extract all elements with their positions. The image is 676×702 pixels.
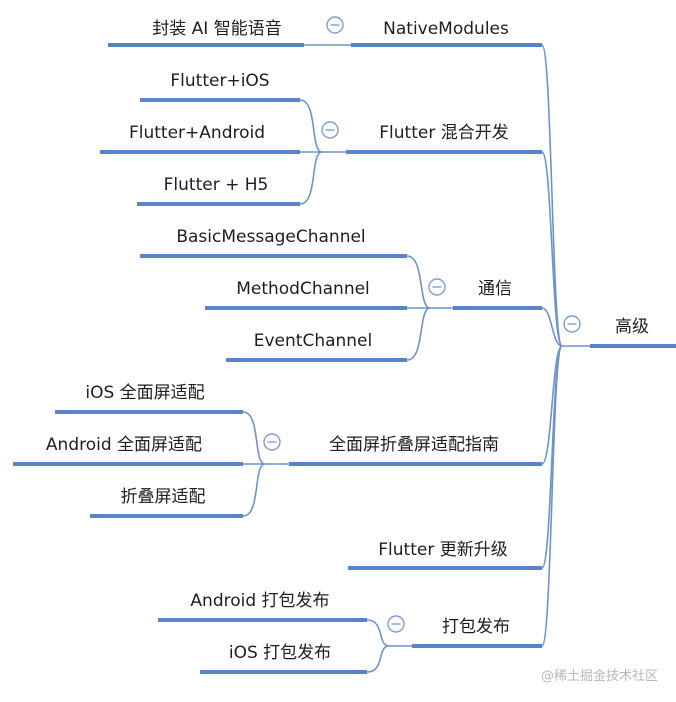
branch-label: Flutter 更新升级	[378, 540, 507, 560]
branch-label: 打包发布	[442, 617, 510, 637]
leaf-label: BasicMessageChannel	[176, 227, 365, 247]
branch-collapse-button[interactable]	[326, 16, 344, 34]
connector	[541, 307, 563, 347]
leaf-ai-voice[interactable]: 封装 AI 智能语音	[108, 19, 304, 47]
leaf-label: Flutter + H5	[164, 175, 269, 195]
branch-collapse-button[interactable]	[263, 433, 281, 451]
leaf-flutter-ios[interactable]: Flutter+iOS	[140, 71, 300, 102]
leaf-label: Flutter+Android	[129, 123, 265, 143]
leaf-label: iOS 打包发布	[229, 643, 331, 663]
branch-flutter-hybrid[interactable]: Flutter 混合开发	[346, 123, 542, 154]
leaf-flutter-android[interactable]: Flutter+Android	[100, 123, 300, 154]
leaf-label: Flutter+iOS	[170, 71, 269, 91]
branch-communication[interactable]: 通信	[453, 279, 542, 310]
leaf-ios-fullscreen[interactable]: iOS 全面屏适配	[55, 383, 243, 414]
leaf-label: EventChannel	[254, 331, 373, 351]
branch-packaging-release[interactable]: 打包发布	[412, 617, 542, 648]
leaf-label: iOS 全面屏适配	[85, 383, 204, 403]
branch-label: 全面屏折叠屏适配指南	[329, 435, 499, 455]
branch-collapse-button[interactable]	[428, 278, 446, 296]
leaf-label: Android 打包发布	[190, 591, 329, 611]
leaf-connectors	[242, 44, 453, 673]
branch-collapse-button[interactable]	[387, 615, 405, 633]
connector	[541, 151, 563, 347]
connector	[406, 307, 431, 361]
leaf-android-release[interactable]: Android 打包发布	[158, 591, 367, 622]
branch-flutter-upgrade[interactable]: Flutter 更新升级	[348, 540, 542, 570]
branch-native-modules[interactable]: NativeModules	[351, 19, 542, 47]
leaf-label: 折叠屏适配	[121, 487, 206, 507]
leaf-event-channel[interactable]: EventChannel	[226, 331, 407, 362]
connector	[242, 463, 266, 517]
connector	[541, 345, 563, 569]
connector	[299, 151, 323, 205]
leaf-label: 封装 AI 智能语音	[152, 19, 281, 39]
leaf-label: MethodChannel	[236, 279, 370, 299]
leaf-method-channel[interactable]: MethodChannel	[205, 279, 407, 310]
connector	[541, 44, 563, 347]
watermark: @稀土掘金技术社区	[541, 668, 658, 684]
connector	[366, 645, 390, 673]
root-connectors	[541, 44, 590, 647]
leaf-flutter-h5[interactable]: Flutter + H5	[137, 175, 300, 206]
branch-label: Flutter 混合开发	[379, 123, 508, 143]
leaf-label: Android 全面屏适配	[46, 435, 202, 455]
leaf-android-fullscreen[interactable]: Android 全面屏适配	[13, 435, 243, 466]
connector	[541, 345, 563, 647]
branch-label: 通信	[478, 279, 512, 299]
leaf-ios-release[interactable]: iOS 打包发布	[200, 643, 367, 674]
branch-fullscreen-fold-adaptation[interactable]: 全面屏折叠屏适配指南	[289, 435, 542, 466]
root-collapse-button[interactable]	[563, 315, 581, 333]
leaf-basic-message-channel[interactable]: BasicMessageChannel	[140, 227, 407, 258]
branch-collapse-button[interactable]	[321, 121, 339, 139]
leaf-fold-adaptation[interactable]: 折叠屏适配	[90, 487, 243, 518]
root-label: 高级	[615, 317, 649, 337]
connector	[541, 345, 563, 465]
branch-label: NativeModules	[383, 19, 509, 39]
root-node[interactable]: 高级	[590, 317, 676, 348]
